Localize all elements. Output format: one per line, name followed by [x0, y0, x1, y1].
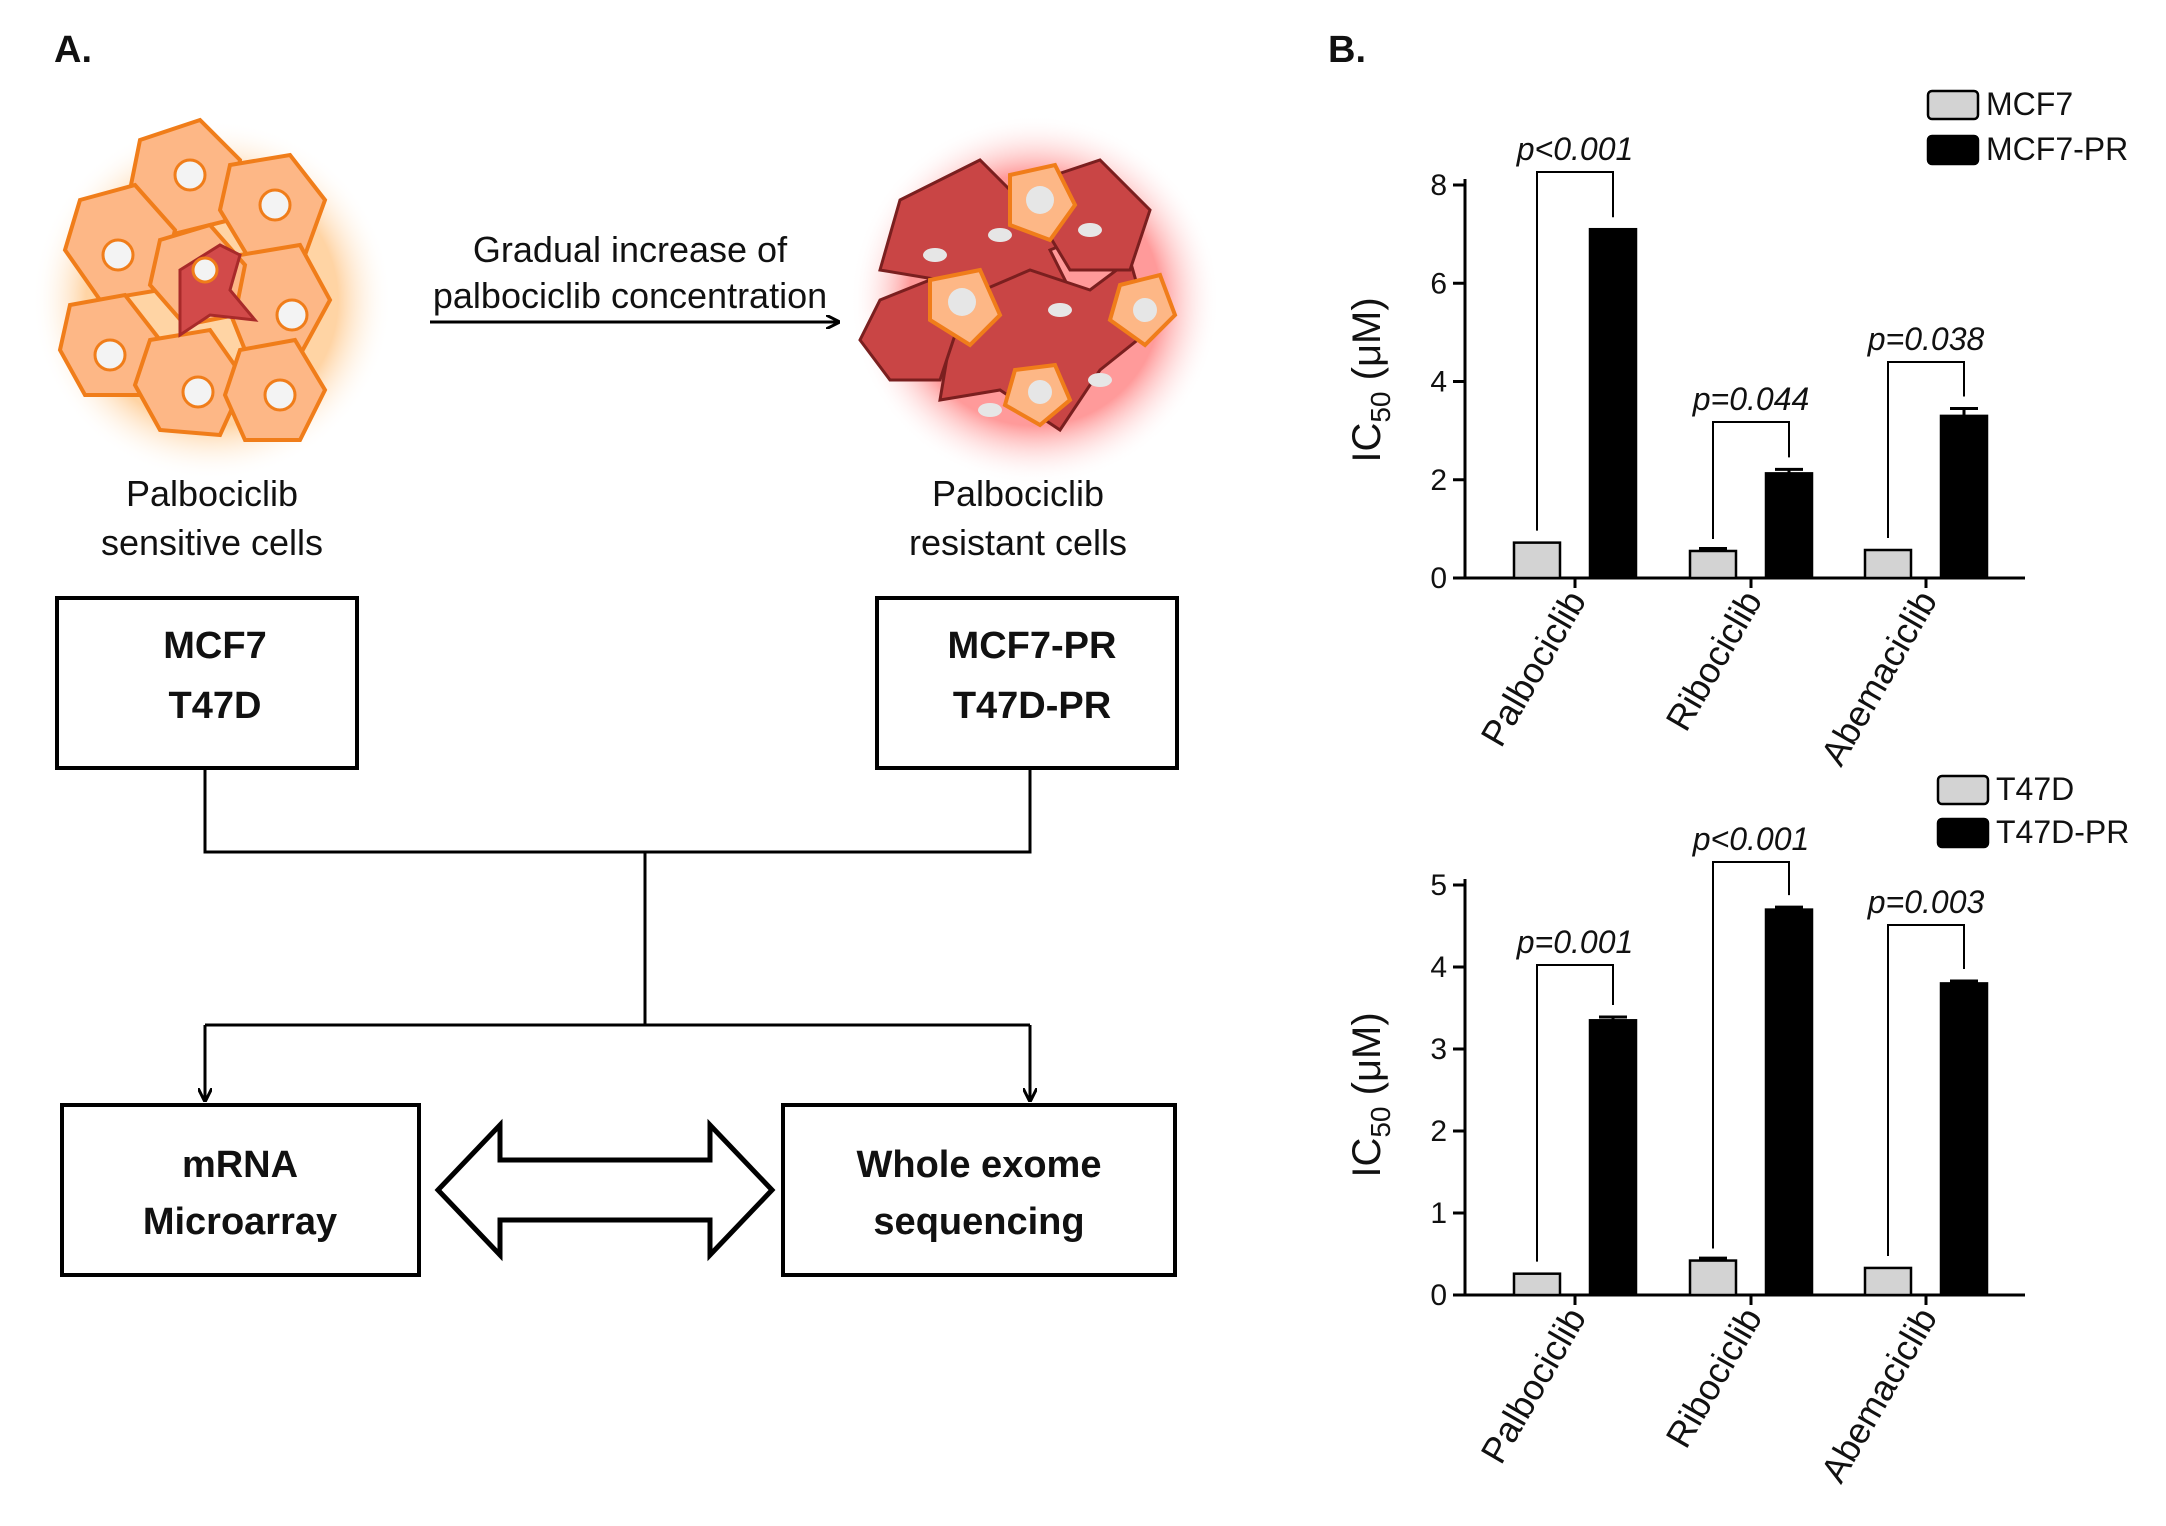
sensitive-cells-illustration [32, 117, 392, 480]
x-tick-label: Abemaciclib [1812, 584, 1945, 773]
y-tick-label: 5 [1430, 869, 1447, 902]
resistant-cells-illustration [850, 115, 1220, 485]
significance-bracket [1712, 421, 1790, 539]
bar-mcf7-pr [1939, 414, 1989, 580]
legend-label-mcf7-pr: MCF7-PR [1986, 131, 2128, 167]
p-value-label: p=0.003 [1867, 884, 1985, 920]
flow-connectors [205, 768, 1030, 1100]
significance-bracket [1887, 361, 1965, 538]
arrow-caption-line1: Gradual increase of [473, 229, 788, 270]
p-value-label: p=0.044 [1692, 381, 1810, 417]
bar-t47d [1863, 1266, 1913, 1297]
panel-a-label: A. [54, 29, 92, 71]
wes-box-line2: sequencing [873, 1201, 1084, 1243]
x-tick-label: Abemaciclib [1812, 1301, 1945, 1490]
legend-swatch-mcf7 [1926, 89, 1980, 121]
wes-box [781, 1103, 1177, 1277]
y-tick-label: 0 [1430, 1279, 1447, 1312]
y-tick-label: 0 [1430, 562, 1447, 595]
x-tick-label: Palbociclib [1472, 584, 1594, 754]
y-tick-label: 8 [1430, 169, 1447, 202]
y-axis-label: IC50 (μM) [1345, 297, 1396, 462]
bar-t47d-pr [1588, 1019, 1638, 1297]
bar-mcf7-pr [1764, 472, 1814, 580]
microarray-box-line2: Microarray [143, 1201, 337, 1243]
bar-t47d-pr [1764, 908, 1814, 1297]
microarray-box-line1: mRNA [182, 1144, 298, 1186]
y-tick-label: 6 [1430, 267, 1447, 300]
legend-label-t47d-pr: T47D-PR [1996, 814, 2129, 850]
bar-mcf7 [1863, 548, 1913, 580]
significance-bracket [1536, 171, 1614, 531]
legend-swatch-t47d [1936, 774, 1990, 806]
microarray-box [60, 1103, 421, 1277]
significance-bracket [1712, 861, 1790, 1249]
p-value-label: p=0.038 [1867, 321, 1985, 357]
legend-label-t47d: T47D [1996, 771, 2074, 807]
y-tick-label: 2 [1430, 464, 1447, 497]
parent-box-line1: MCF7 [163, 625, 266, 667]
double-arrow-icon [434, 1118, 776, 1262]
sensitive-caption-line1: Palbociclib [126, 473, 298, 514]
p-value-label: p=0.001 [1516, 924, 1634, 960]
resistant-caption-line1: Palbociclib [932, 473, 1104, 514]
legend-swatch-t47d-pr [1936, 817, 1990, 849]
x-tick-label: Palbociclib [1472, 1301, 1594, 1471]
bar-t47d [1512, 1272, 1562, 1297]
y-tick-label: 3 [1430, 1033, 1447, 1066]
wes-box-line1: Whole exome [857, 1144, 1102, 1186]
panel-b-label: B. [1328, 29, 1366, 71]
resistant-lines-box [875, 596, 1179, 770]
y-tick-label: 1 [1430, 1197, 1447, 1230]
bar-t47d-pr [1939, 982, 1989, 1297]
bar-mcf7-pr [1588, 227, 1638, 580]
bar-mcf7 [1512, 541, 1562, 580]
y-tick-label: 4 [1430, 951, 1447, 984]
p-value-label: p<0.001 [1692, 821, 1810, 857]
arrow-caption-line2: palbociclib concentration [433, 275, 827, 316]
bar-mcf7 [1688, 549, 1738, 580]
significance-bracket [1887, 924, 1965, 1256]
resistant-caption-line2: resistant cells [909, 522, 1127, 563]
bar-t47d [1688, 1259, 1738, 1297]
parent-lines-box [55, 596, 359, 770]
legend-swatch-mcf7-pr [1926, 134, 1980, 166]
resistant-box-line1: MCF7-PR [948, 625, 1117, 667]
sensitive-caption-line2: sensitive cells [101, 522, 323, 563]
x-tick-label: Ribociclib [1657, 1301, 1770, 1455]
y-tick-label: 2 [1430, 1115, 1447, 1148]
x-tick-label: Ribociclib [1657, 584, 1770, 738]
resistant-box-line2: T47D-PR [953, 685, 1111, 727]
y-axis-label: IC50 (μM) [1345, 1012, 1396, 1177]
legend-label-mcf7: MCF7 [1986, 86, 2073, 122]
significance-bracket [1536, 964, 1614, 1262]
parent-box-line2: T47D [169, 685, 262, 727]
y-tick-label: 4 [1430, 366, 1447, 399]
p-value-label: p<0.001 [1516, 131, 1634, 167]
